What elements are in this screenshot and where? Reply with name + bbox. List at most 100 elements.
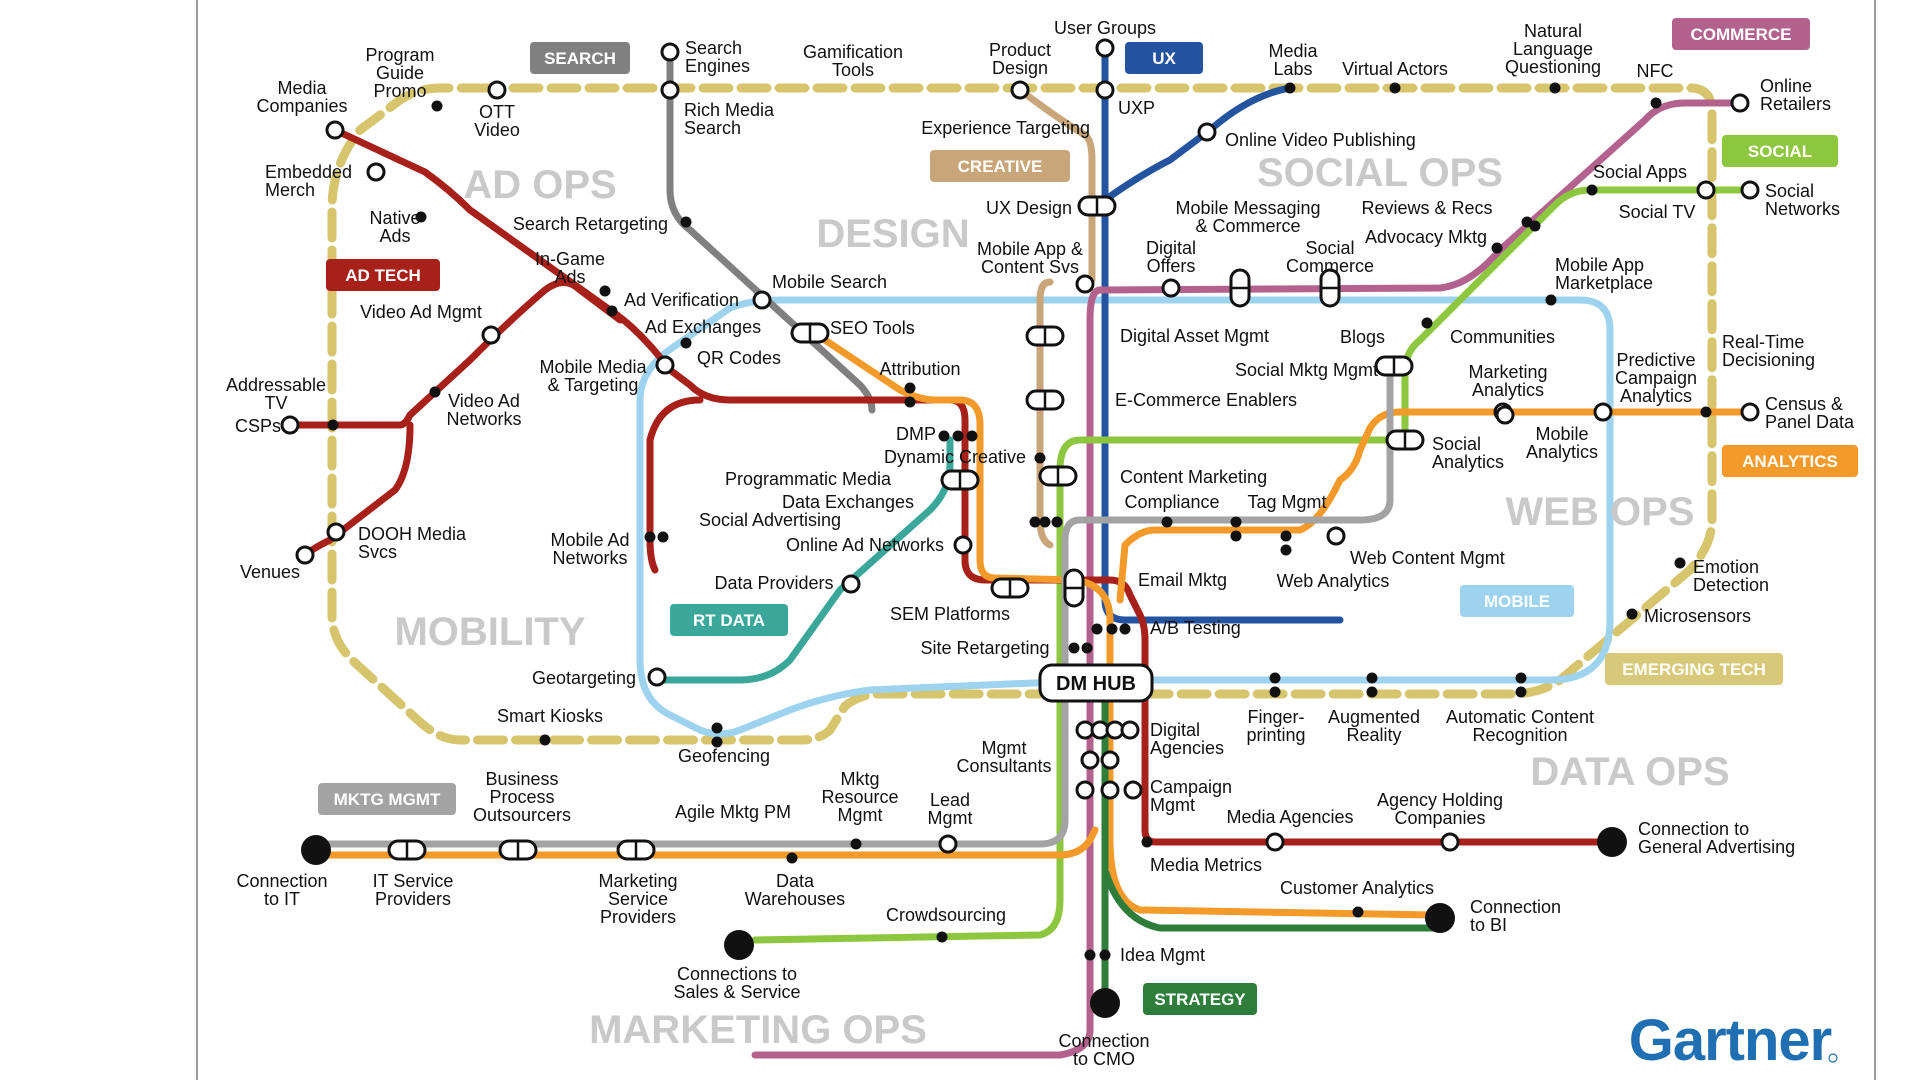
station-marker[interactable] — [1010, 80, 1030, 100]
station-marker[interactable] — [1080, 750, 1100, 770]
station-marker[interactable] — [1161, 278, 1181, 298]
station-marker[interactable] — [790, 322, 830, 344]
station-marker[interactable] — [1068, 642, 1080, 654]
station-marker[interactable] — [1095, 80, 1115, 100]
station-marker[interactable] — [1326, 526, 1346, 546]
station-marker[interactable] — [990, 577, 1030, 599]
station-marker[interactable] — [1374, 355, 1414, 377]
station-marker[interactable] — [904, 382, 916, 394]
station-marker[interactable] — [655, 355, 675, 375]
station-marker[interactable] — [1515, 672, 1527, 684]
tag-social[interactable]: SOCIAL — [1722, 135, 1838, 167]
station-marker[interactable] — [1025, 389, 1065, 411]
station-marker[interactable] — [1385, 429, 1425, 451]
tag-rt-data[interactable]: RT DATA — [670, 604, 788, 636]
station-marker[interactable] — [366, 162, 386, 182]
station-marker[interactable] — [1700, 406, 1712, 418]
station-marker[interactable] — [1230, 516, 1242, 528]
station-marker[interactable] — [1029, 516, 1041, 528]
station-marker[interactable] — [1099, 949, 1111, 961]
station-marker[interactable] — [1038, 465, 1078, 487]
station-marker[interactable] — [1593, 402, 1613, 422]
station-marker[interactable] — [431, 100, 443, 112]
station-marker[interactable] — [498, 839, 538, 861]
station-marker[interactable] — [301, 835, 331, 865]
station-marker[interactable] — [1674, 557, 1686, 569]
station-marker[interactable] — [644, 531, 656, 543]
station-marker[interactable] — [1740, 180, 1760, 200]
station-marker[interactable] — [1161, 516, 1173, 528]
station-marker[interactable] — [1075, 780, 1095, 800]
station-marker[interactable] — [1051, 516, 1063, 528]
tag-strategy[interactable]: STRATEGY — [1143, 983, 1257, 1015]
station-marker[interactable] — [1284, 82, 1296, 94]
station-marker[interactable] — [1740, 402, 1760, 422]
station-marker[interactable] — [940, 469, 980, 491]
station-marker[interactable] — [327, 419, 339, 431]
tag-mktg-mgmt[interactable]: MKTG MGMT — [318, 783, 456, 815]
station-marker[interactable] — [1440, 832, 1460, 852]
station-marker[interactable] — [1141, 836, 1153, 848]
station-marker[interactable] — [904, 396, 916, 408]
station-marker[interactable] — [1119, 623, 1131, 635]
station-marker[interactable] — [1280, 530, 1292, 542]
station-marker[interactable] — [1229, 268, 1251, 308]
station-marker[interactable] — [1039, 516, 1051, 528]
station-marker[interactable] — [647, 667, 667, 687]
station-marker[interactable] — [1549, 82, 1561, 94]
station-marker[interactable] — [1106, 623, 1118, 635]
station-marker[interactable] — [1389, 82, 1401, 94]
station-marker[interactable] — [1025, 325, 1065, 347]
station-marker[interactable] — [429, 386, 441, 398]
station-marker[interactable] — [599, 285, 611, 297]
station-marker[interactable] — [1100, 750, 1120, 770]
station-marker[interactable] — [680, 337, 692, 349]
station-marker[interactable] — [1034, 452, 1046, 464]
station-marker[interactable] — [1100, 780, 1120, 800]
station-marker[interactable] — [657, 531, 669, 543]
station-marker[interactable] — [1352, 906, 1364, 918]
tag-analytics[interactable]: ANALYTICS — [1722, 445, 1858, 477]
station-marker[interactable] — [1626, 608, 1638, 620]
station-marker[interactable] — [1077, 195, 1117, 217]
station-marker[interactable] — [280, 415, 300, 435]
station-marker[interactable] — [1366, 672, 1378, 684]
station-marker[interactable] — [1696, 180, 1716, 200]
station-marker[interactable] — [724, 930, 754, 960]
dm-hub[interactable]: DM HUB — [1038, 663, 1154, 703]
station-marker[interactable] — [1265, 832, 1285, 852]
station-marker[interactable] — [487, 80, 507, 100]
station-marker[interactable] — [481, 325, 501, 345]
station-marker[interactable] — [387, 839, 427, 861]
station-marker[interactable] — [850, 838, 862, 850]
station-marker[interactable] — [1090, 988, 1120, 1018]
station-marker[interactable] — [966, 430, 978, 442]
station-marker[interactable] — [952, 430, 964, 442]
station-marker[interactable] — [1120, 720, 1140, 740]
station-marker[interactable] — [938, 834, 958, 854]
station-marker[interactable] — [660, 80, 680, 100]
station-marker[interactable] — [1123, 780, 1143, 800]
station-marker[interactable] — [1081, 642, 1093, 654]
station-marker[interactable] — [1650, 97, 1662, 109]
station-marker[interactable] — [711, 736, 723, 748]
station-marker[interactable] — [1091, 623, 1103, 635]
tag-ad-tech[interactable]: AD TECH — [326, 259, 440, 291]
station-marker[interactable] — [1280, 544, 1292, 556]
station-marker[interactable] — [1425, 903, 1455, 933]
station-marker[interactable] — [326, 522, 346, 542]
station-marker[interactable] — [1197, 122, 1217, 142]
station-marker[interactable] — [415, 211, 427, 223]
station-marker[interactable] — [1063, 568, 1085, 608]
station-marker[interactable] — [841, 574, 861, 594]
station-marker[interactable] — [680, 216, 692, 228]
tag-creative[interactable]: CREATIVE — [930, 150, 1070, 182]
station-marker[interactable] — [1586, 184, 1598, 196]
station-marker[interactable] — [1084, 949, 1096, 961]
station-marker[interactable] — [1230, 530, 1242, 542]
tag-search[interactable]: SEARCH — [530, 42, 630, 74]
station-marker[interactable] — [752, 290, 772, 310]
station-marker[interactable] — [1495, 405, 1515, 425]
tag-ux[interactable]: UX — [1125, 42, 1203, 74]
station-marker[interactable] — [938, 430, 950, 442]
